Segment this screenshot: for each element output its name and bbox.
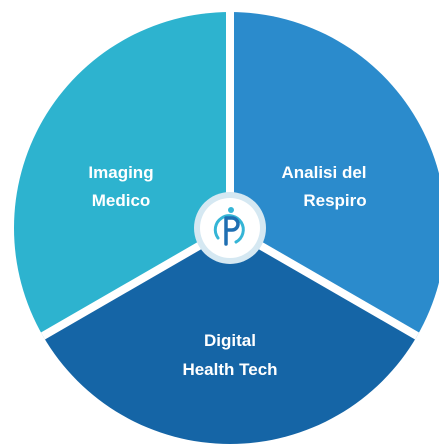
logo-accent-dot bbox=[228, 207, 234, 213]
segment-label-digital-line2: Health Tech bbox=[182, 360, 277, 379]
segment-digital-health-tech bbox=[42, 228, 418, 444]
segment-label-digital-line1: Digital bbox=[204, 331, 256, 350]
segment-label-respiro-line2: Respiro bbox=[303, 191, 366, 210]
segment-label-imaging-line2: Medico bbox=[92, 191, 151, 210]
logo-p-shape bbox=[224, 216, 240, 246]
company-logo-icon bbox=[213, 207, 245, 246]
segment-label-respiro-line1: Analisi del bbox=[281, 163, 366, 182]
center-hub bbox=[200, 198, 260, 258]
segment-label-imaging-line1: Imaging bbox=[88, 163, 153, 182]
logo-outer-arc bbox=[213, 214, 245, 244]
